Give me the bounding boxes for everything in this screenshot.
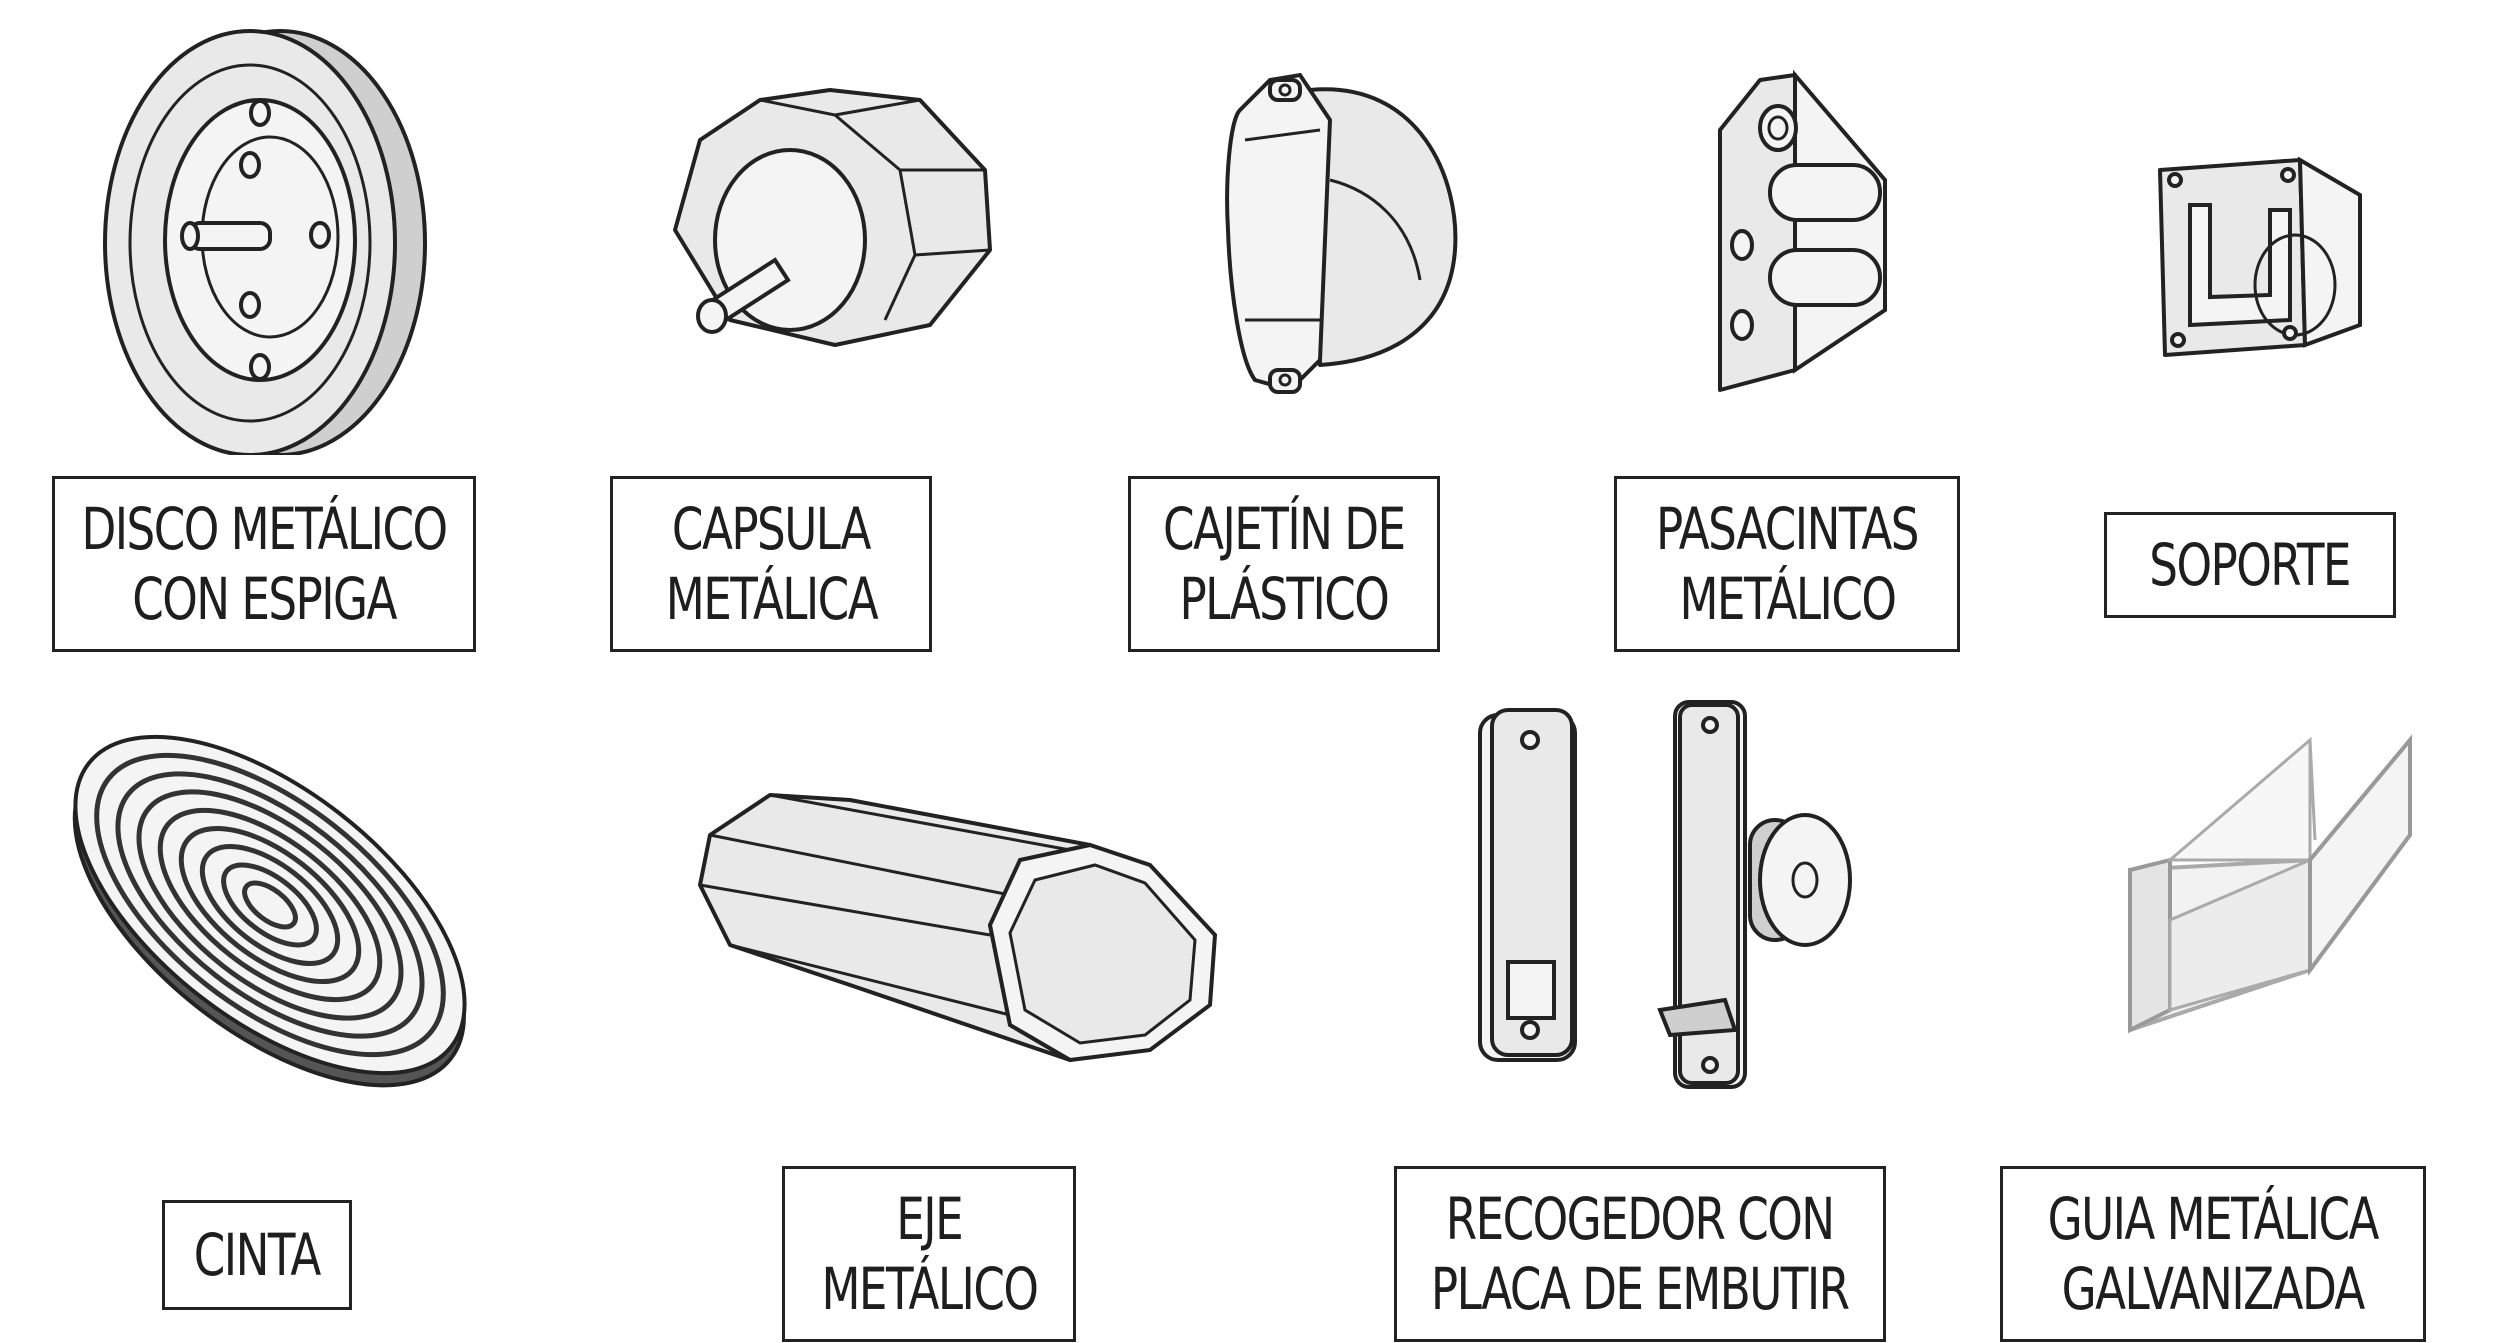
label-soporte: SOPORTE — [2104, 512, 2396, 618]
strap-roll-icon — [55, 705, 485, 1105]
plastic-box-icon — [1220, 60, 1480, 410]
label-cinta: CINTA — [162, 1200, 352, 1310]
octagonal-capsule-icon — [660, 80, 1000, 380]
u-channel-guide-icon — [2110, 720, 2430, 1050]
strap-winder-icon — [1470, 700, 1870, 1100]
octagonal-shaft-icon — [690, 785, 1230, 1075]
strap-guide-icon — [1700, 60, 1910, 400]
pulley-disc-icon — [70, 15, 450, 455]
support-bracket-icon — [2150, 155, 2370, 365]
